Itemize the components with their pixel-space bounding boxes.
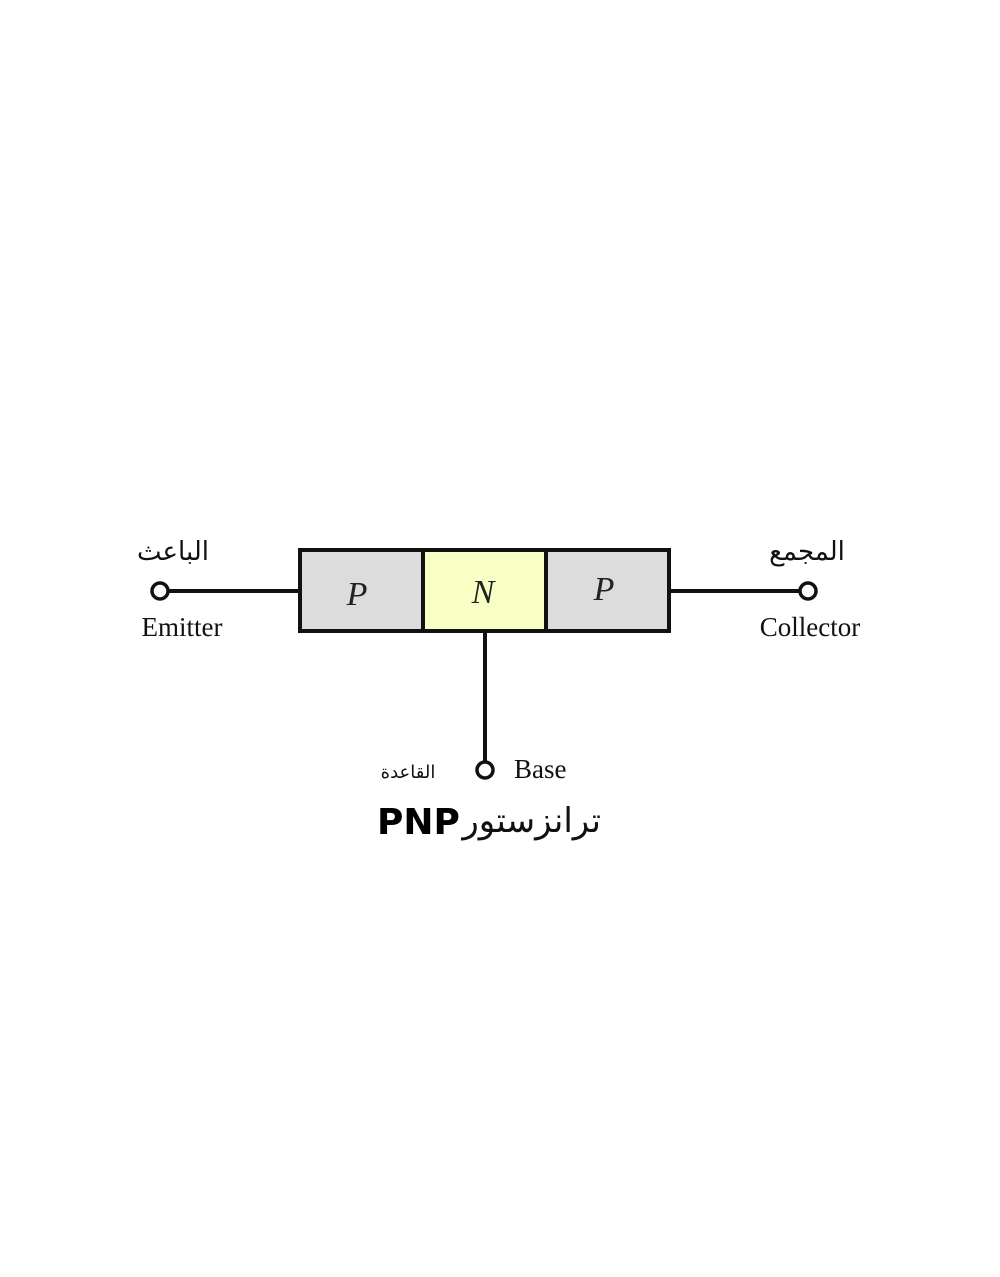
- n-region-base: [423, 550, 546, 631]
- collector-arabic-label: المجمع: [769, 537, 845, 567]
- region-letter-n: N: [471, 574, 497, 611]
- collector-label: Collector: [760, 612, 860, 642]
- region-letter-p-right: P: [593, 571, 615, 608]
- emitter-label: Emitter: [142, 612, 223, 642]
- collector-terminal: [798, 581, 818, 601]
- p-region-emitter: [300, 550, 423, 631]
- emitter-terminal: [150, 581, 170, 601]
- region-letter-p-left: P: [346, 576, 368, 613]
- base-label: Base: [514, 754, 567, 784]
- caption-arabic-title: ترانزستور: [460, 801, 601, 841]
- caption-transistor-type: PNP: [377, 802, 460, 843]
- emitter-arabic-label: الباعث: [137, 537, 209, 567]
- transistor-outline: [298, 548, 671, 633]
- p-region-collector: [546, 550, 669, 631]
- base-arabic-label: القاعدة: [381, 762, 436, 783]
- base-terminal: [475, 760, 495, 780]
